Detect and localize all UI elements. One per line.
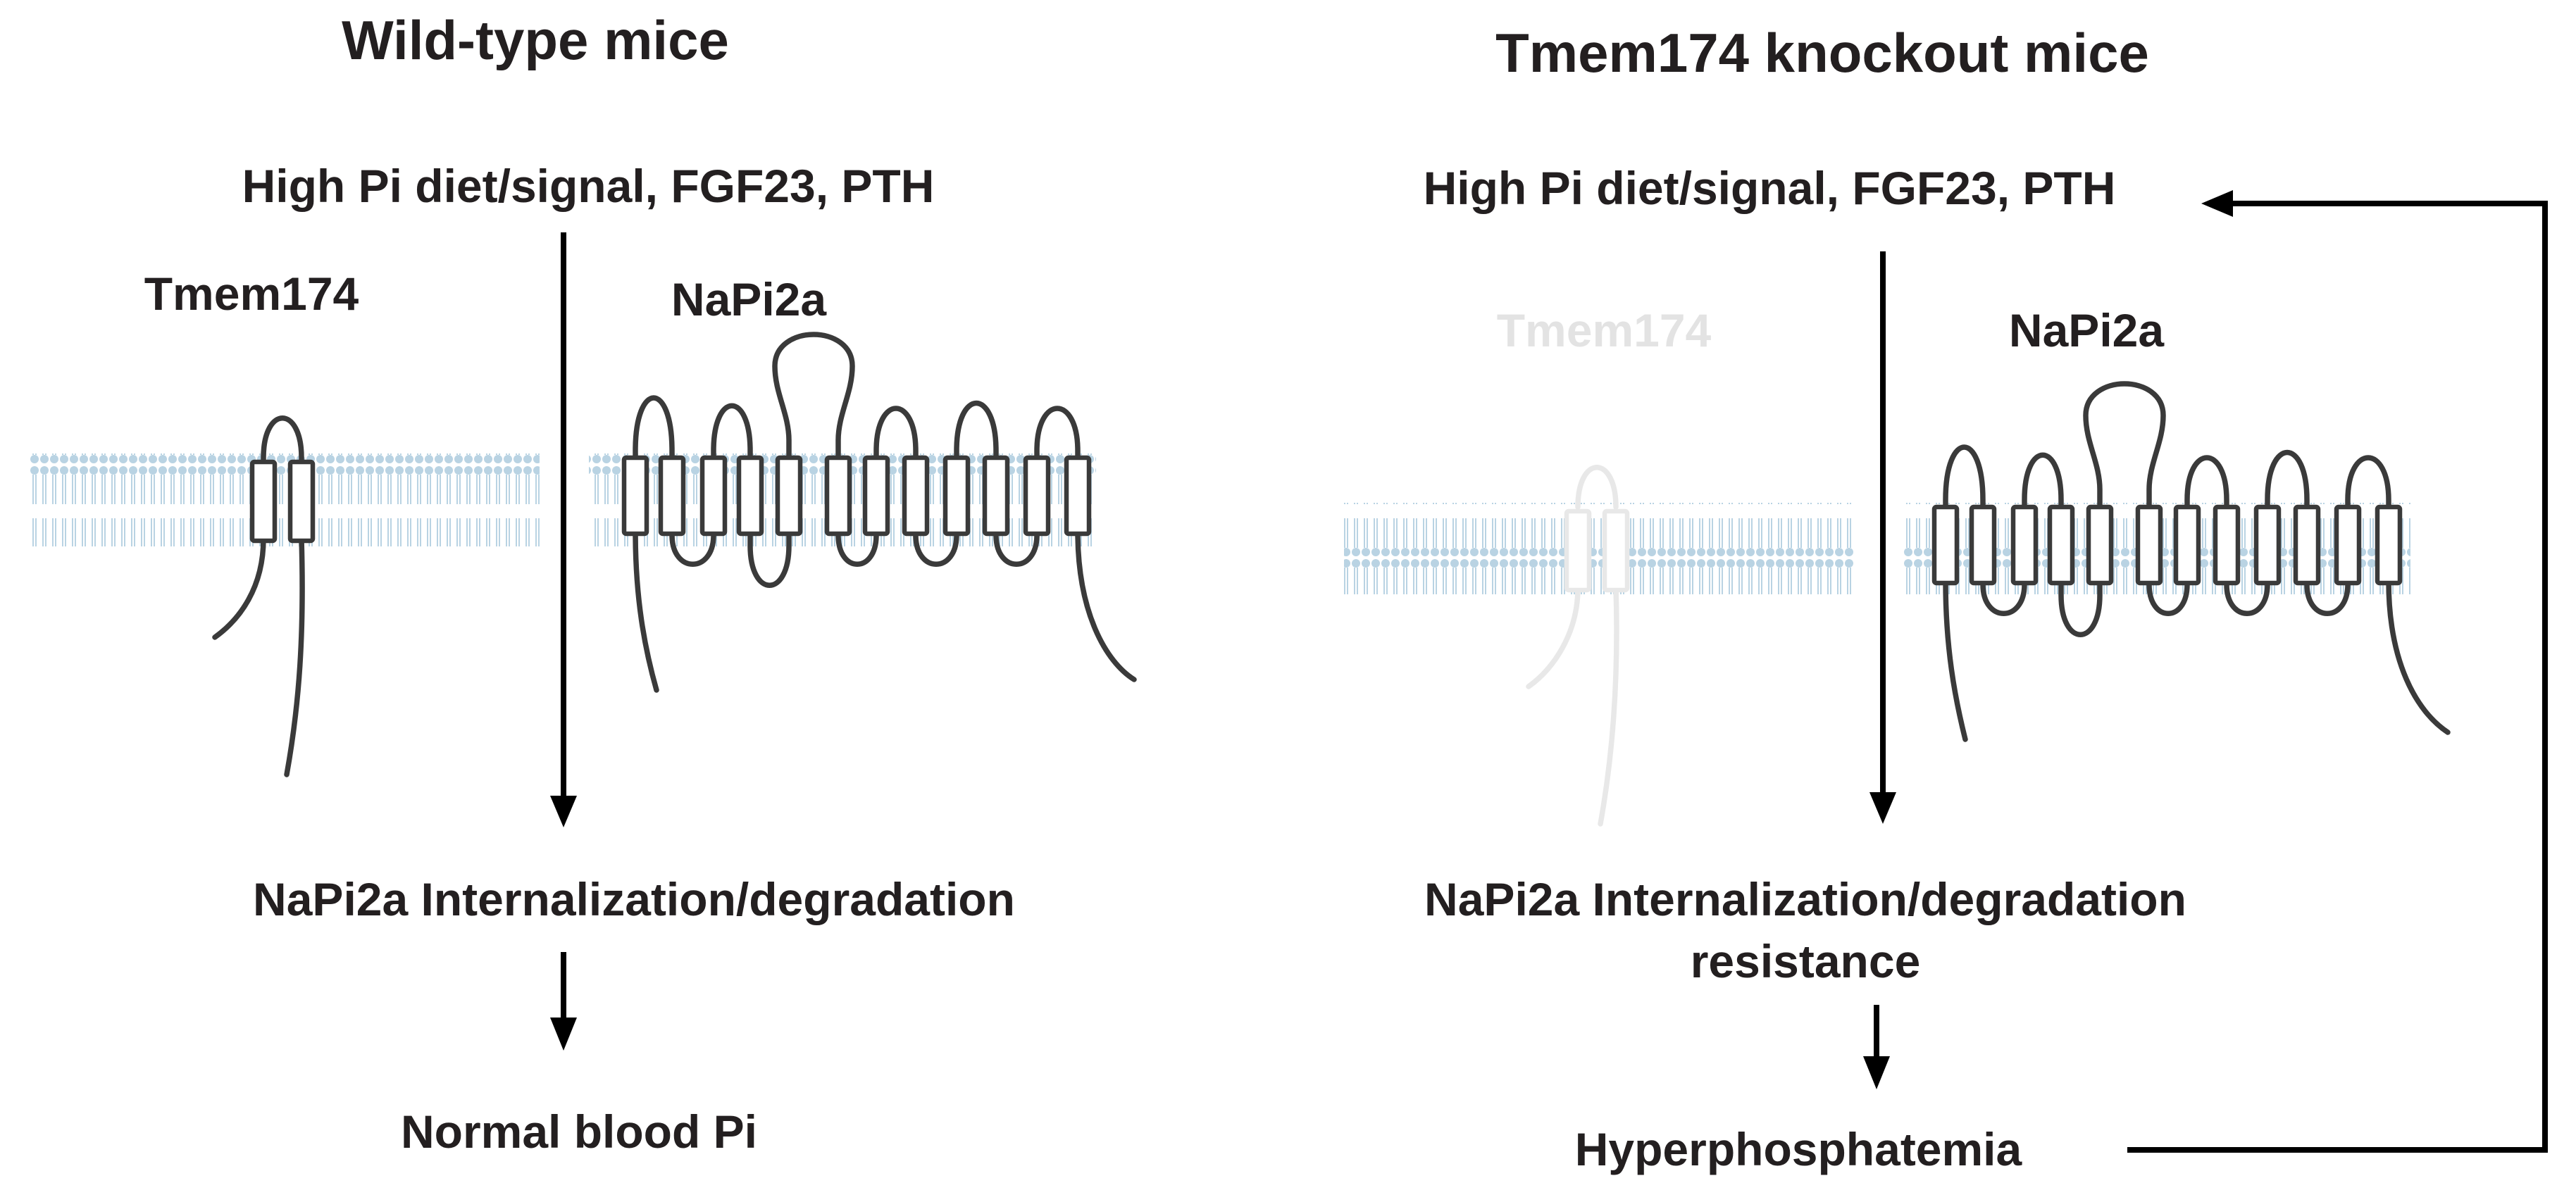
- knockout-tmem174-protein-faded: [1526, 465, 1630, 827]
- wild-type-outcome-label: NaPi2a Internalization/degradation: [253, 873, 1015, 925]
- wild-type-tmem174-label: Tmem174: [144, 268, 359, 320]
- knockout-napi2a-protein: [1931, 381, 2451, 742]
- wild-type-signal-label: High Pi diet/signal, FGF23, PTH: [242, 160, 935, 212]
- knockout-arrow-internalization-to-result: [1863, 1005, 1890, 1089]
- wild-type-napi2a-protein: [621, 332, 1137, 693]
- knockout-napi2a-label: NaPi2a: [2009, 304, 2165, 356]
- knockout-result-label: Hyperphosphatemia: [1575, 1123, 2023, 1175]
- wild-type-result-label: Normal blood Pi: [401, 1106, 757, 1158]
- knockout-arrow-signal-to-internalization: [1869, 251, 1896, 824]
- wild-type-title: Wild-type mice: [342, 9, 729, 71]
- knockout-outcome-label-line2: resistance: [1691, 935, 1921, 987]
- knockout-title: Tmem174 knockout mice: [1495, 22, 2149, 84]
- knockout-outcome-label-line1: NaPi2a Internalization/degradation: [1424, 873, 2186, 925]
- knockout-signal-label: High Pi diet/signal, FGF23, PTH: [1424, 162, 2116, 214]
- wild-type-napi2a-label: NaPi2a: [671, 273, 827, 325]
- knockout-panel: Tmem174 knockout mice High Pi diet/signa…: [1344, 22, 2548, 1175]
- knockout-membrane-left: [1344, 503, 1854, 594]
- wild-type-arrow-internalization-to-result: [550, 952, 577, 1051]
- wild-type-arrow-signal-to-internalization: [550, 232, 577, 827]
- knockout-feedback-loop-arrow: [2127, 190, 2548, 1153]
- wild-type-panel: Wild-type mice High Pi diet/signal, FGF2…: [30, 9, 1137, 1158]
- wild-type-membrane-left: [30, 453, 540, 546]
- wild-type-tmem174-protein: [212, 415, 316, 777]
- knockout-tmem174-label: Tmem174: [1497, 304, 1712, 356]
